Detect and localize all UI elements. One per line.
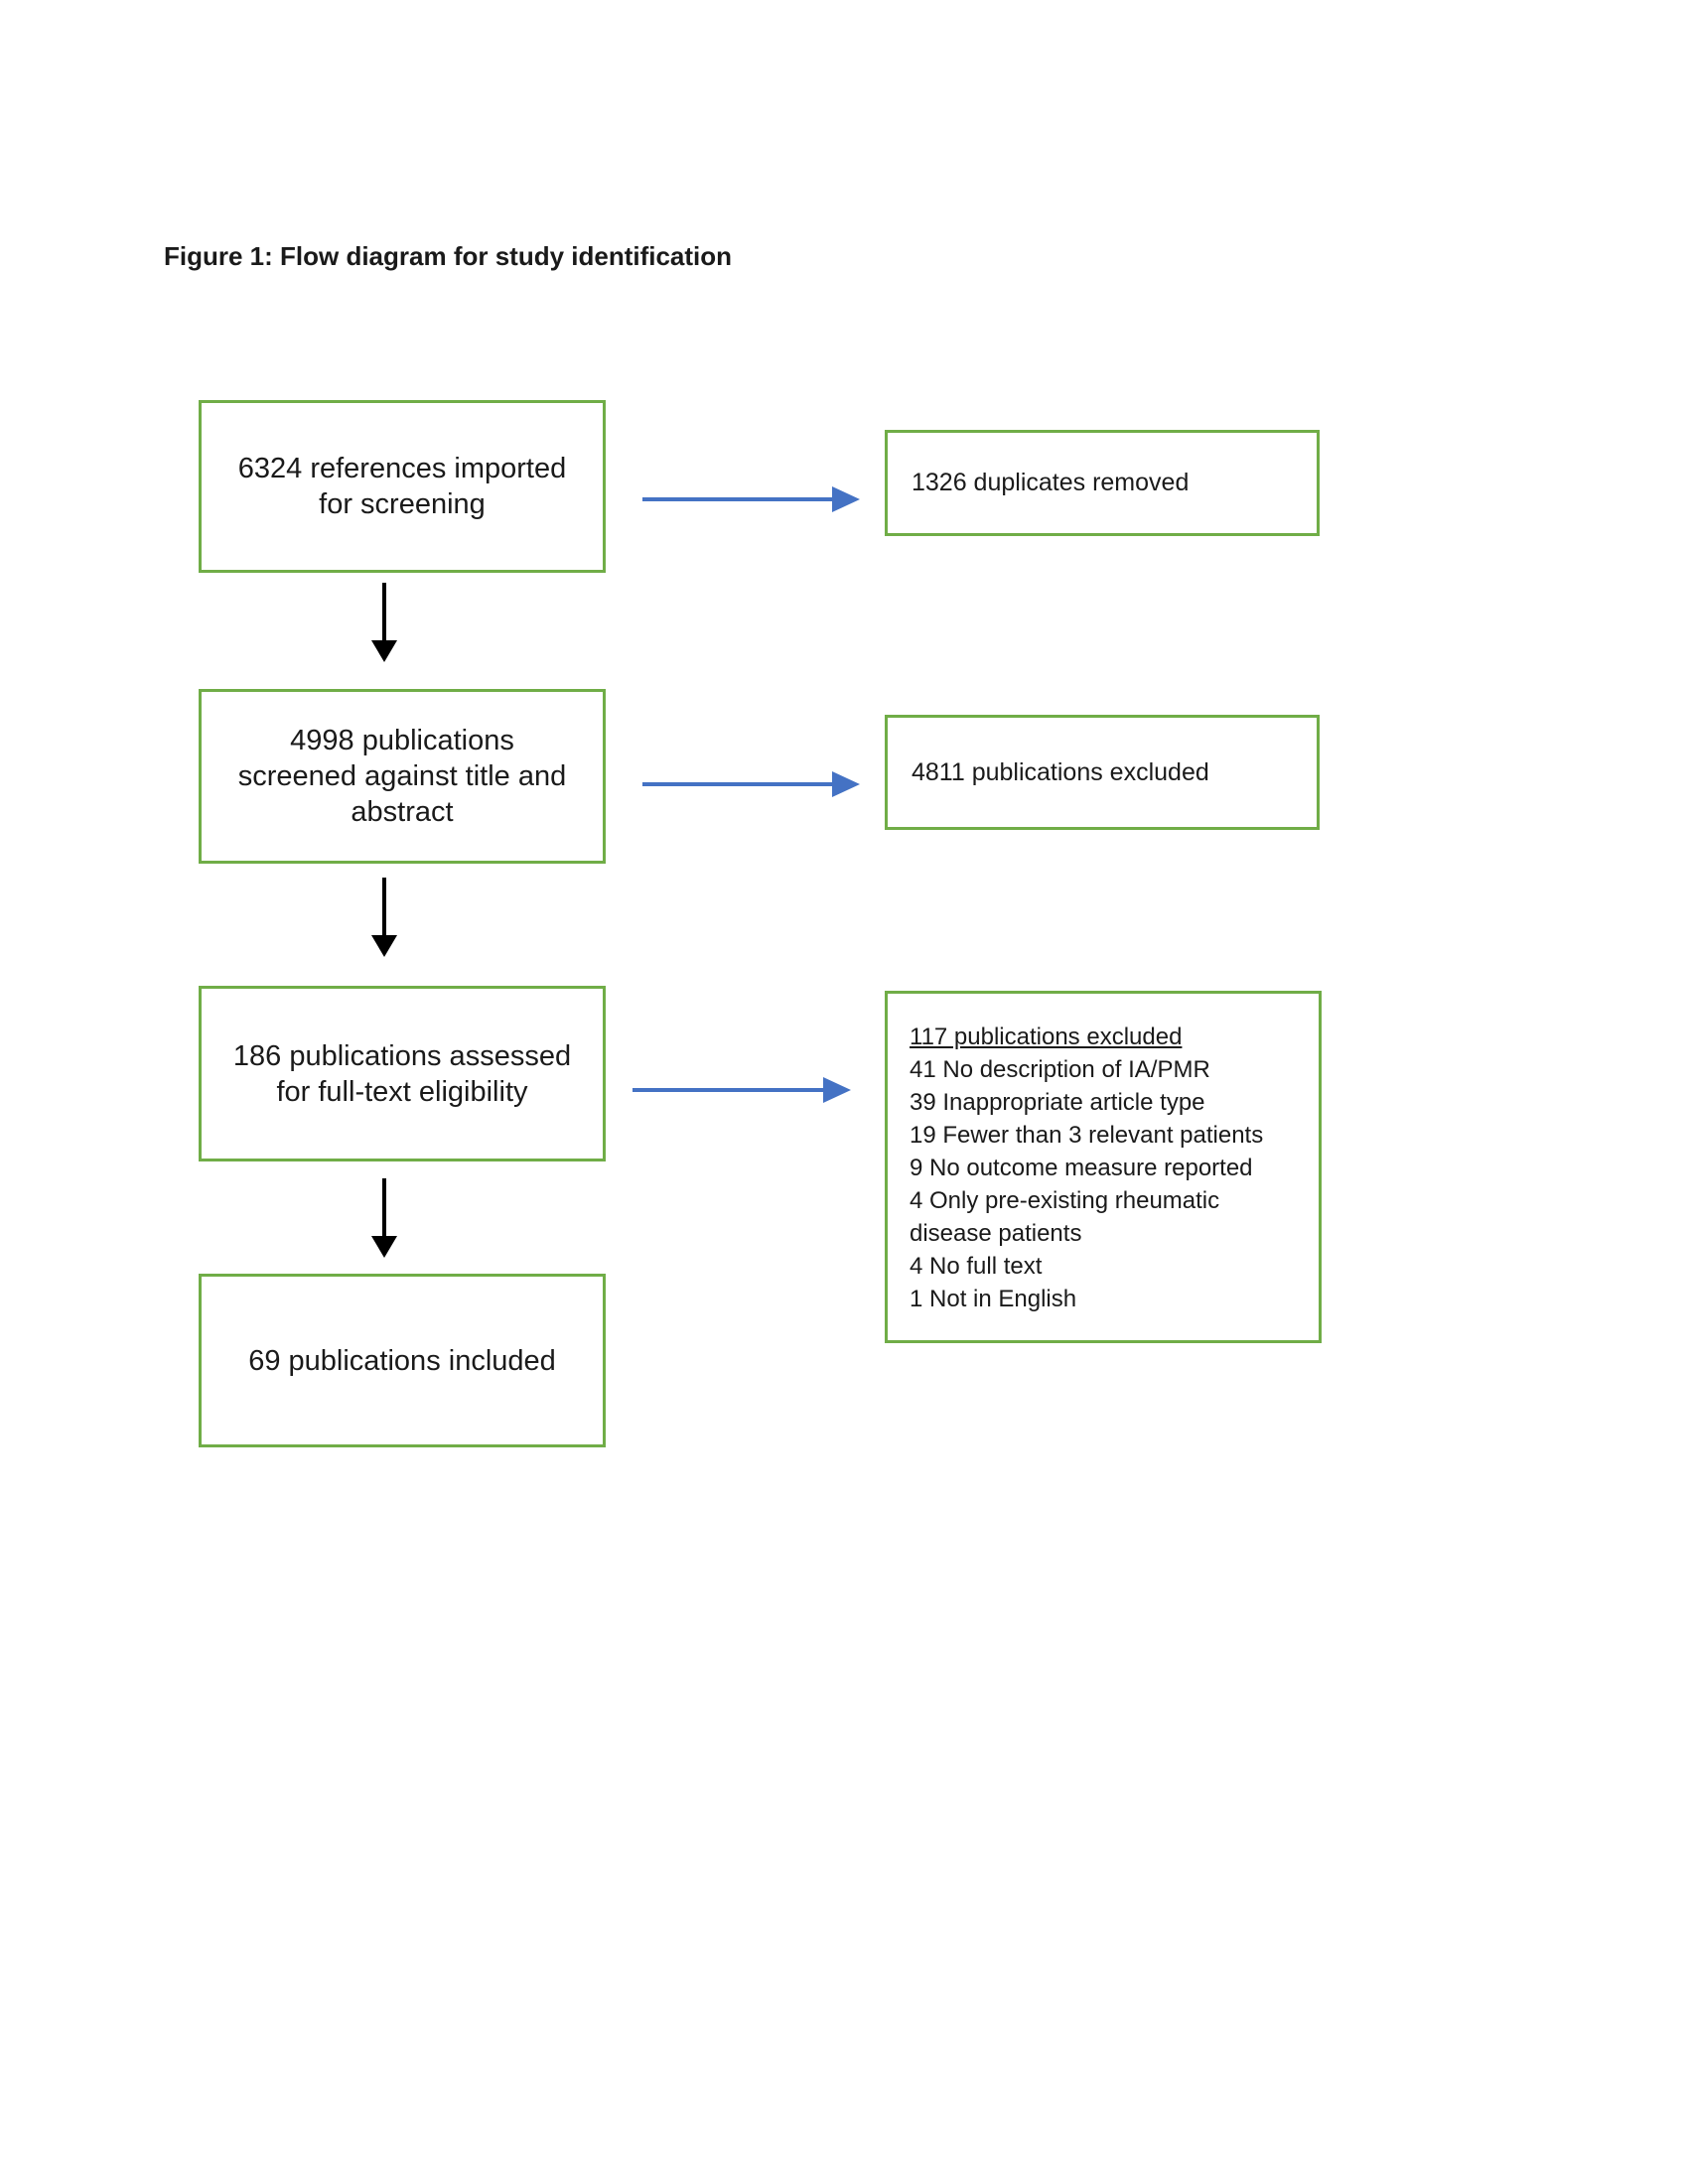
down-arrow-icon bbox=[371, 583, 397, 662]
down-arrow-head bbox=[371, 935, 397, 957]
figure-title: Figure 1: Flow diagram for study identif… bbox=[164, 241, 733, 271]
down-arrow-icon bbox=[371, 878, 397, 957]
right-arrow-line bbox=[642, 782, 832, 786]
down-arrow-line bbox=[382, 1178, 386, 1236]
right-arrow-icon bbox=[642, 486, 860, 512]
box-references-imported-label: 6324 references imported for screening bbox=[237, 453, 567, 520]
exclusion-reason-line: 41 No description of IA/PMR bbox=[910, 1056, 1210, 1083]
down-arrow-icon bbox=[371, 1178, 397, 1258]
down-arrow-line bbox=[382, 583, 386, 640]
right-arrow-head bbox=[823, 1077, 851, 1103]
right-arrow-head bbox=[832, 771, 860, 797]
box-fulltext-excluded: 117 publications excluded 41 No descript… bbox=[885, 991, 1322, 1343]
exclusion-reason-line: 9 No outcome measure reported bbox=[910, 1155, 1253, 1181]
box-publications-screened: 4998 publications screened against title… bbox=[199, 689, 606, 864]
box-references-imported: 6324 references imported for screening bbox=[199, 400, 606, 573]
box-publications-excluded: 4811 publications excluded bbox=[885, 715, 1320, 830]
box-publications-excluded-label: 4811 publications excluded bbox=[912, 757, 1209, 786]
exclusion-reason-list: 41 No description of IA/PMR 39 Inappropri… bbox=[910, 1053, 1299, 1315]
right-arrow-icon bbox=[633, 1077, 851, 1103]
box-publications-screened-label: 4998 publications screened against title… bbox=[237, 725, 567, 828]
down-arrow-head bbox=[371, 1236, 397, 1258]
exclusion-reason-line: 1 Not in English bbox=[910, 1286, 1077, 1312]
box-fulltext-assessed: 186 publications assessed for full-text … bbox=[199, 986, 606, 1161]
exclusion-header: 117 publications excluded bbox=[910, 1024, 1183, 1050]
down-arrow-line bbox=[382, 878, 386, 935]
right-arrow-icon bbox=[642, 771, 860, 797]
right-arrow-head bbox=[832, 486, 860, 512]
box-duplicates-removed-label: 1326 duplicates removed bbox=[912, 469, 1190, 496]
box-publications-included: 69 publications included bbox=[199, 1274, 606, 1447]
box-publications-included-label: 69 publications included bbox=[248, 1344, 556, 1377]
exclusion-reason-line: 39 Inappropriate article type bbox=[910, 1089, 1205, 1116]
exclusion-reason-line: 4 No full text bbox=[910, 1253, 1043, 1280]
box-fulltext-assessed-label: 186 publications assessed for full-text … bbox=[232, 1039, 572, 1108]
right-arrow-line bbox=[642, 497, 832, 501]
box-duplicates-removed: 1326 duplicates removed bbox=[885, 430, 1320, 536]
down-arrow-head bbox=[371, 640, 397, 662]
right-arrow-line bbox=[633, 1088, 823, 1092]
exclusion-reason-line: 4 Only pre-existing rheumatic disease pa… bbox=[910, 1187, 1220, 1247]
exclusion-reason-line: 19 Fewer than 3 relevant patients bbox=[910, 1122, 1264, 1149]
